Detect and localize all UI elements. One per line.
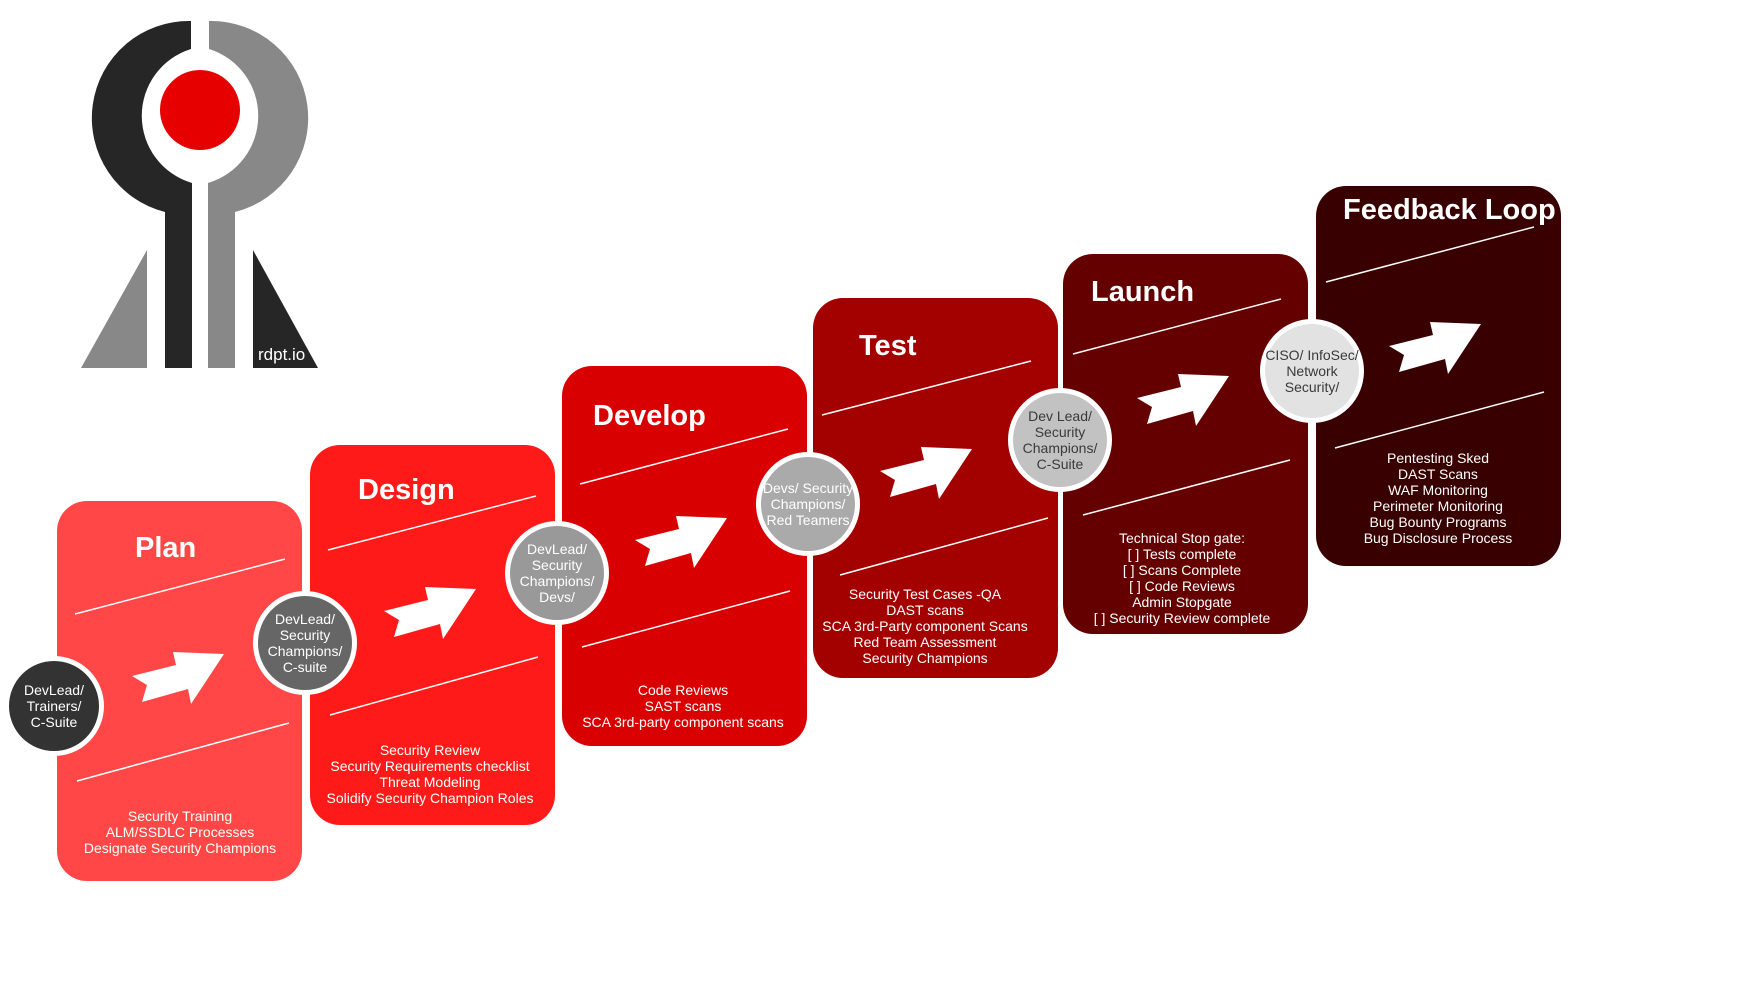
logo-left-arc bbox=[91, 20, 192, 369]
role-label: C-Suite bbox=[1036, 456, 1084, 472]
divider-line-1 bbox=[579, 428, 789, 485]
stage-title: Design bbox=[358, 474, 455, 506]
role-label: Champions/ bbox=[1022, 440, 1098, 456]
task-item: Security Training bbox=[127, 808, 233, 824]
task-item: SAST scans bbox=[644, 698, 722, 714]
divider-line-1 bbox=[1325, 226, 1535, 283]
task-item: Pentesting Sked bbox=[1387, 450, 1489, 466]
role-label: Champions/ bbox=[770, 496, 846, 512]
stage-dividers bbox=[579, 428, 791, 648]
rdpt-logo: rdpt.io bbox=[81, 20, 318, 369]
task-item: [ ] Scans Complete bbox=[1122, 562, 1242, 578]
task-item: DAST scans bbox=[886, 602, 964, 618]
task-item: Bug Disclosure Process bbox=[1363, 530, 1513, 546]
task-item: Threat Modeling bbox=[379, 774, 481, 790]
arrow-icon bbox=[635, 516, 727, 568]
logo-left-triangle bbox=[81, 250, 147, 368]
stage-dividers bbox=[74, 558, 290, 782]
role-label: Red Teamers bbox=[766, 512, 850, 528]
arrow-icon bbox=[880, 447, 972, 499]
arrow-icon bbox=[1137, 374, 1229, 426]
task-item: Security Champions bbox=[862, 650, 988, 666]
role-label: Devs/ bbox=[539, 589, 575, 605]
task-item: Solidify Security Champion Roles bbox=[326, 790, 534, 806]
stage-title: Launch bbox=[1091, 276, 1195, 308]
divider-line-2 bbox=[1334, 391, 1545, 449]
task-item: [ ] Tests complete bbox=[1127, 546, 1237, 562]
role-label: Network bbox=[1286, 363, 1338, 379]
task-item: Bug Bounty Programs bbox=[1369, 514, 1507, 530]
divider-line-2 bbox=[1082, 459, 1291, 516]
task-item: [ ] Code Reviews bbox=[1129, 578, 1235, 594]
divider-line-1 bbox=[1072, 298, 1282, 355]
logo-text: rdpt.io bbox=[258, 345, 305, 364]
task-item: WAF Monitoring bbox=[1388, 482, 1488, 498]
stage-dividers bbox=[1325, 226, 1545, 449]
role-label: Dev Lead/ bbox=[1028, 408, 1092, 424]
task-item: Red Team Assessment bbox=[853, 634, 997, 650]
role-label: Security bbox=[531, 557, 583, 573]
task-item: ALM/SSDLC Processes bbox=[105, 824, 255, 840]
role-label: Devs/ Security bbox=[762, 480, 854, 496]
task-item: Code Reviews bbox=[637, 682, 729, 698]
role-label: Champions/ bbox=[267, 643, 343, 659]
task-item: Technical Stop gate: bbox=[1118, 530, 1246, 546]
stage-title: Test bbox=[859, 330, 917, 362]
role-label: Security bbox=[1034, 424, 1086, 440]
logo-right-arc bbox=[208, 20, 309, 369]
stage-dividers bbox=[1072, 298, 1291, 516]
divider-line-1 bbox=[327, 495, 537, 551]
divider-line-2 bbox=[76, 722, 290, 782]
task-item: Security Review bbox=[379, 742, 481, 758]
role-label: Security/ bbox=[1284, 379, 1340, 395]
role-label: Trainers/ bbox=[26, 698, 82, 714]
arrow-icon bbox=[132, 652, 224, 704]
task-item: Admin Stopgate bbox=[1132, 594, 1232, 610]
stage-tasks: Technical Stop gate:[ ] Tests complete[ … bbox=[1063, 530, 1302, 626]
role-label: Champions/ bbox=[519, 573, 595, 589]
task-item: Perimeter Monitoring bbox=[1373, 498, 1503, 514]
task-item: [ ] Security Review complete bbox=[1093, 610, 1271, 626]
divider-line-1 bbox=[821, 360, 1032, 416]
stage-title: Plan bbox=[135, 532, 197, 564]
arrow-icon bbox=[1389, 322, 1481, 374]
role-circle-plan: DevLead/Trainers/C-Suite bbox=[4, 656, 104, 756]
logo-right-triangle bbox=[253, 250, 318, 368]
role-label: DevLead/ bbox=[24, 682, 84, 698]
stage-dividers bbox=[327, 495, 539, 716]
divider-line-2 bbox=[329, 656, 539, 716]
task-item: Security Test Cases -QA bbox=[848, 586, 1002, 602]
stage-title: Feedback Loop bbox=[1343, 194, 1556, 226]
task-item: Designate Security Champions bbox=[83, 840, 277, 856]
role-label: CISO/ InfoSec/ bbox=[1265, 347, 1359, 363]
role-label: C-Suite bbox=[30, 714, 78, 730]
role-label: C-suite bbox=[282, 659, 328, 675]
logo-red-dot bbox=[160, 70, 240, 150]
task-item: DAST Scans bbox=[1398, 466, 1478, 482]
role-label: Security bbox=[279, 627, 331, 643]
task-item: SCA 3rd-party component scans bbox=[582, 714, 784, 730]
divider-line-2 bbox=[839, 517, 1049, 576]
task-item: SCA 3rd-Party component Scans bbox=[822, 618, 1028, 634]
task-item: Security Requirements checklist bbox=[330, 758, 530, 774]
role-label: DevLead/ bbox=[527, 541, 587, 557]
arrow-icon bbox=[384, 587, 476, 639]
stage-dividers bbox=[821, 360, 1049, 576]
divider-line-2 bbox=[581, 590, 791, 648]
role-label: DevLead/ bbox=[275, 611, 335, 627]
stage-title: Develop bbox=[593, 400, 706, 432]
divider-line-1 bbox=[74, 558, 286, 615]
